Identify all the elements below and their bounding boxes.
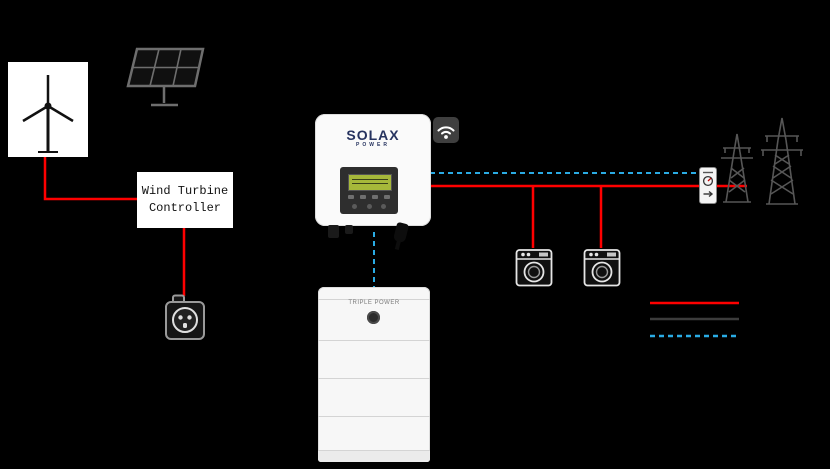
inverter-buttons-row2 (352, 204, 386, 209)
inverter-lcd-screen (348, 174, 392, 191)
controller-label-line2: Controller (148, 201, 221, 215)
inverter-connector-1 (328, 225, 339, 238)
inverter-brand-sub: POWER (356, 142, 390, 148)
wire-turbine-to-controller (43, 157, 137, 201)
battery-brand: TRIPLE POWER (348, 300, 400, 306)
wifi-icon (433, 117, 459, 143)
solax-inverter: SOLAX POWER (315, 114, 431, 244)
controller-label-line1: Wind Turbine (141, 183, 229, 198)
inverter-brand: SOLAX (346, 127, 400, 143)
washing-machine-icon (583, 247, 621, 287)
wind-turbine-controller-box: Wind Turbine Controller (137, 172, 233, 228)
wind-turbine-icon (8, 62, 88, 157)
inverter-display (340, 167, 398, 214)
energy-meter-icon (699, 167, 717, 204)
battery-seam (318, 340, 430, 341)
grid-pylon-icon (713, 110, 818, 208)
battery-seam (318, 416, 430, 417)
washing-machine-icon (515, 247, 553, 287)
solar-panel-icon (123, 46, 208, 112)
inverter-cable (392, 221, 410, 244)
battery-base (318, 451, 430, 462)
battery-seam (318, 299, 430, 300)
battery-seam (318, 450, 430, 451)
battery-indicator (367, 311, 380, 324)
inverter-connector-2 (345, 225, 353, 234)
power-socket-icon (163, 294, 207, 342)
battery-tower: TRIPLE POWER (318, 287, 430, 462)
battery-seam (318, 378, 430, 379)
wind-turbine-graphic (22, 75, 74, 153)
inverter-buttons-row1 (348, 195, 390, 199)
